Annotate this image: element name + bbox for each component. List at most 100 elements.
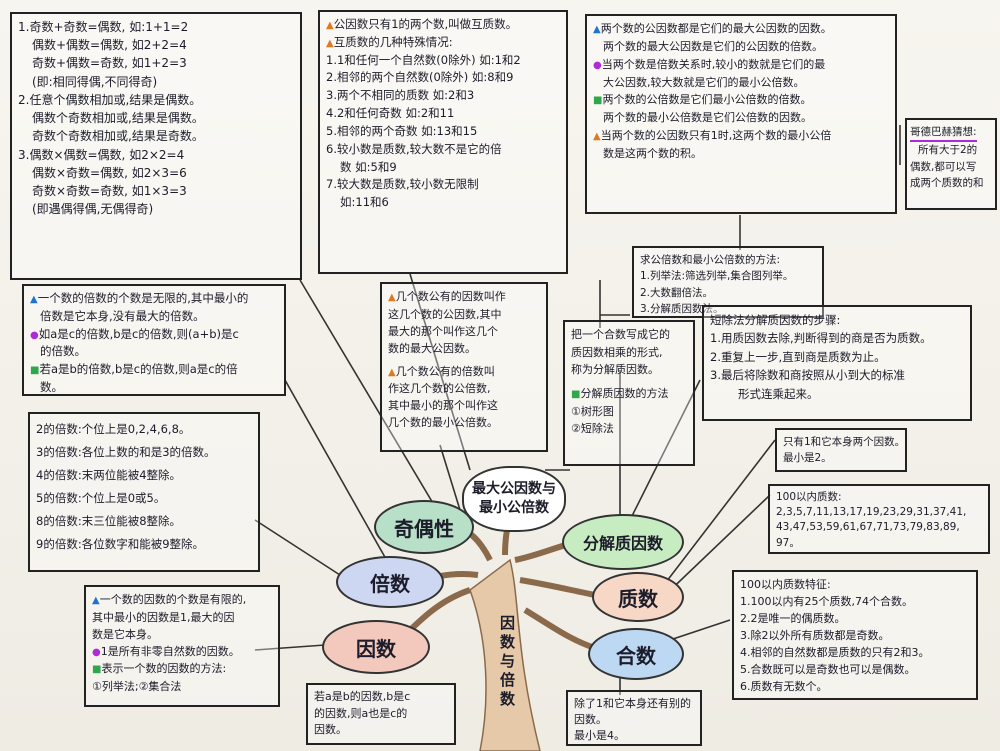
factorize-line: 把一个合数写成它的 <box>571 328 670 341</box>
factorization-definition-box: 把一个合数写成它的 质因数相乘的形式, 称为分解质因数。 ■分解质因数的方法 ①… <box>563 320 695 466</box>
triangle-icon: ▲ <box>326 37 334 49</box>
factor-properties-box: ▲一个数的因数的个数是有限的, 其中最小的因数是1,最大的因 数是它本身。 ●1… <box>84 585 280 707</box>
gcd-lcm-branch: 最大公因数与最小公倍数 <box>462 466 566 532</box>
factor-relation-line: 的因数,则a也是c的 <box>314 706 408 720</box>
divisibility-rules-box: 2的倍数:个位上是0,2,4,6,8。 3的倍数:各位上数的和是3的倍数。 4的… <box>28 412 260 572</box>
divisibility-line: 3的倍数:各位上数的和是3的倍数。 <box>36 445 216 459</box>
goldbach-title: 哥德巴赫猜想: <box>910 124 977 143</box>
composite-line: 因数。 <box>574 712 607 726</box>
divisibility-line: 9的倍数:各位数字和能被9整除。 <box>36 537 205 551</box>
coprime-case: 3.两个不相同的质数 如:2和3 <box>326 88 475 103</box>
short-div-step: 1.用质因数去除,判断得到的商是否为质数。 <box>710 331 932 346</box>
parity-line: 奇数个奇数相加或,结果是奇数。 <box>32 129 204 144</box>
short-div-step: 2.重复上一步,直到商是质数为止。 <box>710 349 886 364</box>
relation-line: 两个数的最大公因数是它们的公因数的倍数。 <box>603 40 823 53</box>
square-icon: ■ <box>92 664 102 676</box>
multiple-line: 倍数是它本身,没有最大的倍数。 <box>40 308 205 323</box>
goldbach-line: 偶数,都可以写 <box>910 160 977 173</box>
multiple-line: 数。 <box>40 380 63 395</box>
gcd-line: 最大的那个叫作这几个 <box>388 324 498 338</box>
prime-definition-box: 只有1和它本身两个因数。 最小是2。 <box>775 428 907 472</box>
feature-line: 5.合数既可以是奇数也可以是偶数。 <box>740 663 916 677</box>
coprime-case: 1.1和任何一个自然数(0除外) 如:1和2 <box>326 52 521 67</box>
composite-definition-box: 除了1和它本身还有别的 因数。 最小是4。 <box>566 690 702 746</box>
primes-line: 2,3,5,7,11,13,17,19,23,29,31,37,41, <box>776 506 967 519</box>
relation-line: 大公因数,较大数就是它们的最小公倍数。 <box>603 75 805 89</box>
dot-icon: ● <box>92 646 101 658</box>
prime-factorization-branch: 分解质因数 <box>562 514 684 570</box>
feature-line: 6.质数有无数个。 <box>740 680 828 694</box>
factorize-line: 质因数相乘的形式, <box>571 345 663 359</box>
relation-line: 两个数的最小公倍数是它们公倍数的因数。 <box>603 111 812 125</box>
coprime-box: ▲公因数只有1的两个数,叫做互质数。 ▲互质数的几种特殊情况: 1.1和任何一个… <box>318 10 568 274</box>
parity-line: 3.偶数×偶数=偶数, 如2×2=4 <box>18 147 185 162</box>
prime-def-line: 只有1和它本身两个因数。 <box>783 436 906 448</box>
factor-relation-line: 因数。 <box>314 723 347 736</box>
coprime-case: 2.相邻的两个自然数(0除外) 如:8和9 <box>326 70 514 85</box>
method-line: 2.大数翻倍法。 <box>640 286 714 299</box>
feature-line: 4.相邻的自然数都是质数的只有2和3。 <box>740 646 930 660</box>
short-div-step: 形式连乘起来。 <box>738 386 819 401</box>
gcd-lcm-relations-box: ▲两个数的公因数都是它们的最大公因数的因数。 两个数的最大公因数是它们的公因数的… <box>585 14 897 214</box>
factor-line: ①列举法;②集合法 <box>92 679 182 693</box>
primes-line: 43,47,53,59,61,67,71,73,79,83,89, <box>776 521 960 534</box>
goldbach-box: 哥德巴赫猜想: 所有大于2的 偶数,都可以写 成两个质数的和 <box>905 118 997 210</box>
factorize-line: 称为分解质因数。 <box>571 363 659 377</box>
coprime-case: 5.相邻的两个奇数 如:13和15 <box>326 123 478 138</box>
square-icon: ■ <box>571 388 581 400</box>
composite-line: 除了1和它本身还有别的 <box>574 697 691 710</box>
primes-title: 100以内质数: <box>776 491 842 503</box>
gcd-line: 作这几个数的公倍数, <box>388 382 491 396</box>
short-division-box: 短除法分解质因数的步骤: 1.用质因数去除,判断得到的商是否为质数。 2.重复上… <box>702 305 972 421</box>
gcd-line: 这几个数的公因数,其中 <box>388 307 502 321</box>
parity-line: 偶数个奇数相加或,结果是偶数。 <box>32 111 204 126</box>
factorize-line: ②短除法 <box>571 422 614 436</box>
goldbach-line: 所有大于2的 <box>918 144 978 157</box>
triangle-icon: ▲ <box>593 130 601 142</box>
triangle-icon: ▲ <box>92 595 100 606</box>
multiple-branch: 倍数 <box>336 556 444 608</box>
gcd-definition-box: ▲几个数公有的因数叫作 这几个数的公因数,其中 最大的那个叫作这几个 数的最大公… <box>380 282 548 452</box>
parity-rules-box: 1.奇数+奇数=偶数, 如:1+1=2 偶数+偶数=偶数, 如2+2=4 奇数+… <box>10 12 302 280</box>
square-icon: ■ <box>593 95 603 107</box>
short-div-title: 短除法分解质因数的步骤: <box>710 313 841 327</box>
gcd-line: 其中最小的那个叫作这 <box>388 399 498 413</box>
divisibility-line: 5的倍数:个位上是0或5。 <box>36 491 166 505</box>
dot-icon: ● <box>30 329 39 341</box>
prime-branch: 质数 <box>592 572 684 622</box>
triangle-icon: ▲ <box>593 24 601 35</box>
factor-relation-line: 若a是b的因数,b是c <box>314 690 411 703</box>
parity-line: 2.任意个偶数相加或,结果是偶数。 <box>18 92 202 107</box>
coprime-definition: ▲公因数只有1的两个数,叫做互质数。 <box>326 17 518 31</box>
dot-icon: ● <box>593 59 602 71</box>
relation-line: 数是这两个数的积。 <box>603 146 702 160</box>
parity-line: 偶数+偶数=偶数, 如2+2=4 <box>32 38 187 53</box>
prime-features-box: 100以内质数特征: 1.100以内有25个质数,74个合数。 2.2是唯一的偶… <box>732 570 978 700</box>
coprime-case: 数 如:5和9 <box>340 159 397 174</box>
method-line: 1.列举法:筛选列举,集合图列举。 <box>640 270 794 283</box>
parity-line: 奇数+偶数=奇数, 如1+2=3 <box>32 56 187 71</box>
prime-def-line: 最小是2。 <box>783 452 832 465</box>
factor-relation-box: 若a是b的因数,b是c 的因数,则a也是c的 因数。 <box>306 683 456 745</box>
gcd-line: 数的最大公因数。 <box>388 341 476 355</box>
composite-line: 最小是4。 <box>574 728 625 742</box>
factorize-line: ①树形图 <box>571 404 614 418</box>
triangle-icon: ▲ <box>30 294 38 305</box>
coprime-case: 7.较大数是质数,较小数无限制 <box>326 177 479 192</box>
parity-line: (即:相同得偶,不同得奇) <box>32 74 158 89</box>
features-title: 100以内质数特征: <box>740 578 831 591</box>
triangle-icon: ▲ <box>326 20 334 31</box>
parity-branch: 奇偶性 <box>374 500 474 554</box>
primes-line: 97。 <box>776 536 800 549</box>
feature-line: 1.100以内有25个质数,74个合数。 <box>740 595 913 609</box>
parity-line: 1.奇数+奇数=偶数, 如:1+1=2 <box>18 20 189 34</box>
coprime-case: 6.较小数是质数,较大数不是它的倍 <box>326 141 502 156</box>
gcd-line: 几个数的最小公倍数。 <box>388 416 498 430</box>
feature-line: 3.除2以外所有质数都是奇数。 <box>740 629 890 643</box>
parity-line: 偶数×奇数=偶数, 如2×3=6 <box>32 165 187 180</box>
parity-line: 奇数×奇数=奇数, 如1×3=3 <box>32 184 187 199</box>
feature-line: 2.2是唯一的偶质数。 <box>740 612 846 626</box>
factor-line: 数是它本身。 <box>92 627 158 641</box>
composite-branch: 合数 <box>588 628 684 680</box>
